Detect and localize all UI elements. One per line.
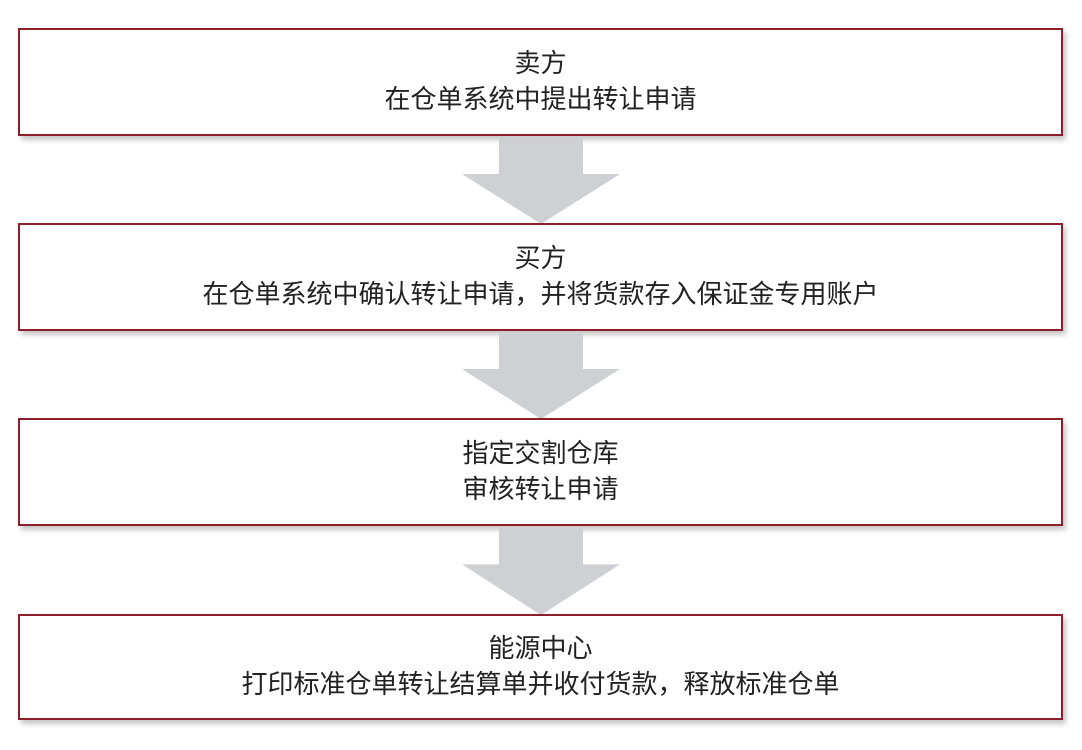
step-title: 指定交割仓库	[462, 439, 619, 469]
step-warehouse-box: 指定交割仓库 审核转让申请	[18, 418, 1063, 526]
step-description: 在仓单系统中提出转让申请	[384, 85, 697, 115]
step-description: 在仓单系统中确认转让申请，并将货款存入保证金专用账户	[202, 280, 879, 310]
step-description: 审核转让申请	[462, 475, 619, 505]
down-arrow-icon	[462, 528, 620, 615]
step-seller-box: 卖方 在仓单系统中提出转让申请	[18, 28, 1063, 136]
down-arrow-icon	[462, 333, 620, 419]
step-energy-center-box: 能源中心 打印标准仓单转让结算单并收付货款，释放标准仓单	[18, 614, 1063, 720]
step-buyer-box: 买方 在仓单系统中确认转让申请，并将货款存入保证金专用账户	[18, 223, 1063, 331]
down-arrow-icon	[462, 138, 620, 224]
step-description: 打印标准仓单转让结算单并收付货款，释放标准仓单	[241, 670, 840, 700]
step-title: 卖方	[514, 49, 567, 79]
step-title: 买方	[514, 244, 567, 274]
step-title: 能源中心	[488, 634, 593, 664]
